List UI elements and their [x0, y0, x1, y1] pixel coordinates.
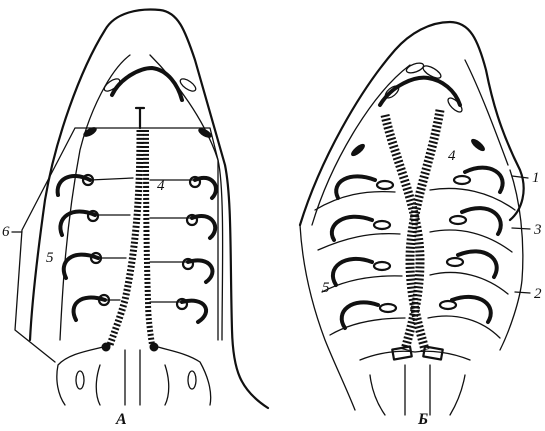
panel-b-right-edge [500, 170, 523, 350]
panel-b-eye-right [470, 138, 486, 153]
panel-b-bottom-lines [360, 351, 470, 415]
panel-a-central-column [110, 130, 140, 345]
panel-a-bottom-oval-right [188, 371, 196, 389]
panel-b-outer-outline [300, 22, 524, 225]
panel-a-mouth [112, 68, 182, 100]
panel-a-bottom-cell-right [150, 343, 158, 351]
panel-b-label-1-leader [512, 176, 528, 178]
panel-a-caption: А [115, 411, 127, 428]
panel-b-label-5: 5 [322, 280, 330, 296]
panel-b-eye-left [350, 143, 366, 158]
panel-a-bottom-right [152, 345, 211, 405]
panel-b-label-1: 1 [532, 170, 540, 186]
panel-b-column-right [410, 110, 440, 350]
panel-a-label-5: 5 [46, 250, 54, 266]
panel-b-left-edge [300, 225, 355, 410]
panel-a-bottom-inner [96, 350, 169, 405]
panel-b-right-arches [428, 168, 515, 338]
panel-a-left-arches [58, 175, 133, 320]
panel-b-label-2-leader [515, 292, 530, 293]
panel-b-label-3: 3 [533, 222, 542, 238]
panel-a-label-6: 6 [2, 224, 10, 240]
panel-a-right-arches [150, 177, 216, 322]
panel-b-head-cell-2 [405, 61, 425, 75]
panel-b-bottom-block-right [423, 347, 442, 360]
panel-a-label-4: 4 [157, 178, 165, 194]
panel-a-drawing [15, 10, 268, 408]
panel-a-bottom-cell-left [102, 343, 110, 351]
panel-b-label-2: 2 [534, 286, 542, 302]
panel-a-central-column-right [146, 130, 152, 345]
panel-b-bottom-block-left [392, 347, 411, 360]
panel-b-label-4: 4 [448, 148, 456, 164]
panel-b-label-3-leader [512, 228, 530, 229]
panel-b-caption: Б [417, 411, 428, 428]
panel-a-stalk [136, 108, 144, 128]
panel-a-bottom-oval-left [76, 371, 84, 389]
panel-b-drawing [300, 22, 524, 415]
panel-a-frame [15, 128, 218, 362]
panel-b-left-arches [315, 176, 405, 335]
